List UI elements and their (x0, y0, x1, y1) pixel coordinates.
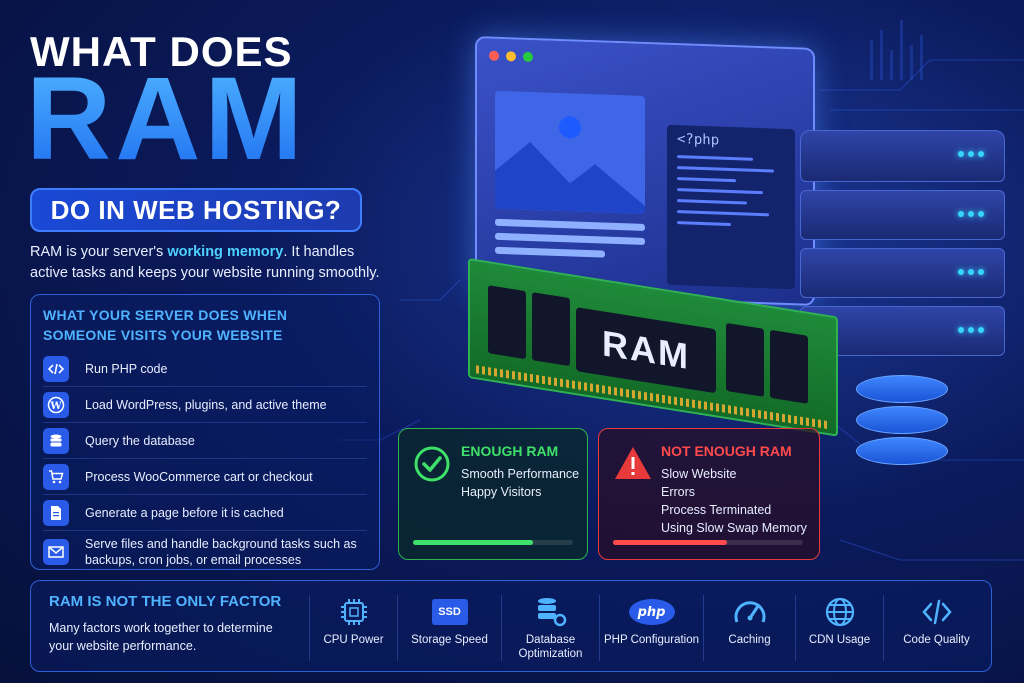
steps-panel: WHAT YOUR SERVER DOES WHEN SOMEONE VISIT… (30, 294, 380, 570)
factor-item: Caching (703, 595, 795, 661)
cart-icon (43, 463, 69, 490)
factor-label: Code Quality (903, 634, 970, 646)
intro-after: . It handles active tasks and keeps your… (30, 244, 380, 281)
cpu-icon (338, 595, 370, 629)
step-label: Query the database (85, 433, 195, 448)
factor-item: CPU Power (309, 595, 397, 661)
list-item: Query the database (43, 423, 367, 459)
factor-item: Code Quality (883, 595, 989, 661)
factor-label: Database Optimization (518, 634, 583, 660)
wordpress-icon: W (43, 391, 69, 418)
code-panel: <?php (667, 124, 795, 290)
enough-ram-bar (413, 540, 573, 545)
warning-icon (613, 445, 653, 486)
ssd-icon: SSD (431, 595, 468, 629)
php-icon: php (628, 595, 675, 629)
code-icon (921, 595, 953, 629)
list-item: Generate a page before it is cached (43, 495, 367, 531)
enough-ram-bar-fill (413, 540, 533, 545)
factor-label: CDN Usage (808, 634, 871, 646)
title-subtitle-badge: DO IN WEB HOSTING? (30, 188, 362, 232)
gauge-icon (733, 595, 767, 629)
intro-highlight: working memory (167, 244, 284, 260)
check-circle-icon (413, 445, 451, 488)
not-enough-item: Using Slow Swap Memory (661, 521, 807, 535)
step-label: Serve files and handle background tasks … (85, 537, 357, 567)
document-icon (43, 499, 69, 526)
image-placeholder-icon (495, 90, 645, 214)
not-enough-ram-bar (613, 540, 803, 545)
list-item: Serve files and handle background tasks … (43, 531, 367, 573)
ram-label: RAM (576, 307, 716, 394)
title-line-1: WHAT DOES (30, 28, 293, 75)
globe-icon (824, 595, 856, 629)
envelope-icon (43, 539, 69, 565)
php-badge: php (628, 599, 675, 625)
factors-panel: RAM IS NOT THE ONLY FACTOR Many factors … (30, 580, 992, 672)
enough-ram-card: ENOUGH RAM Smooth Performance Happy Visi… (398, 428, 588, 560)
database-icon (43, 427, 69, 454)
factors-heading: RAM IS NOT THE ONLY FACTOR (49, 593, 282, 610)
not-enough-ram-bar-fill (613, 540, 727, 545)
factor-item: CDN Usage (795, 595, 883, 661)
step-label: Load WordPress, plugins, and active them… (85, 397, 327, 412)
list-item: Run PHP code (43, 351, 367, 387)
step-label: Run PHP code (85, 361, 168, 376)
factor-label: PHP Configuration (603, 634, 700, 646)
database-gear-icon (534, 595, 568, 629)
factor-label: Caching (728, 634, 771, 646)
factors-description: Many factors work together to determine … (49, 621, 273, 653)
code-icon (43, 355, 69, 382)
intro-text: RAM is your server's working memory. It … (30, 242, 390, 284)
browser-window-illustration: <?php (475, 36, 815, 306)
enough-item: Happy Visitors (461, 485, 542, 499)
database-cylinder-icon (856, 375, 948, 468)
enough-item: Smooth Performance (461, 467, 580, 481)
title-ram: RAM (26, 53, 307, 185)
not-enough-ram-card: NOT ENOUGH RAM Slow Website Errors Proce… (598, 428, 820, 560)
intro-before: RAM is your server's (30, 244, 168, 260)
steps-heading: WHAT YOUR SERVER DOES WHEN SOMEONE VISIT… (43, 307, 288, 343)
step-label: Process WooCommerce cart or checkout (85, 469, 313, 484)
enough-ram-title: ENOUGH RAM (461, 443, 559, 459)
list-item: W Load WordPress, plugins, and active th… (43, 387, 367, 423)
code-label: <?php (677, 131, 720, 149)
not-enough-ram-title: NOT ENOUGH RAM (661, 443, 792, 459)
factor-item: Database Optimization (501, 595, 599, 661)
not-enough-item: Process Terminated (661, 503, 772, 517)
not-enough-item: Errors (661, 485, 696, 499)
list-item: Process WooCommerce cart or checkout (43, 459, 367, 495)
factor-label: CPU Power (323, 634, 384, 646)
not-enough-item: Slow Website (661, 467, 737, 481)
factor-item: SSD Storage Speed (397, 595, 501, 661)
window-dots (489, 50, 533, 63)
factor-label: Storage Speed (411, 634, 488, 646)
ssd-badge: SSD (431, 599, 468, 625)
svg-text:W: W (49, 401, 62, 412)
factor-item: php PHP Configuration (599, 595, 703, 661)
step-label: Generate a page before it is cached (85, 505, 284, 520)
